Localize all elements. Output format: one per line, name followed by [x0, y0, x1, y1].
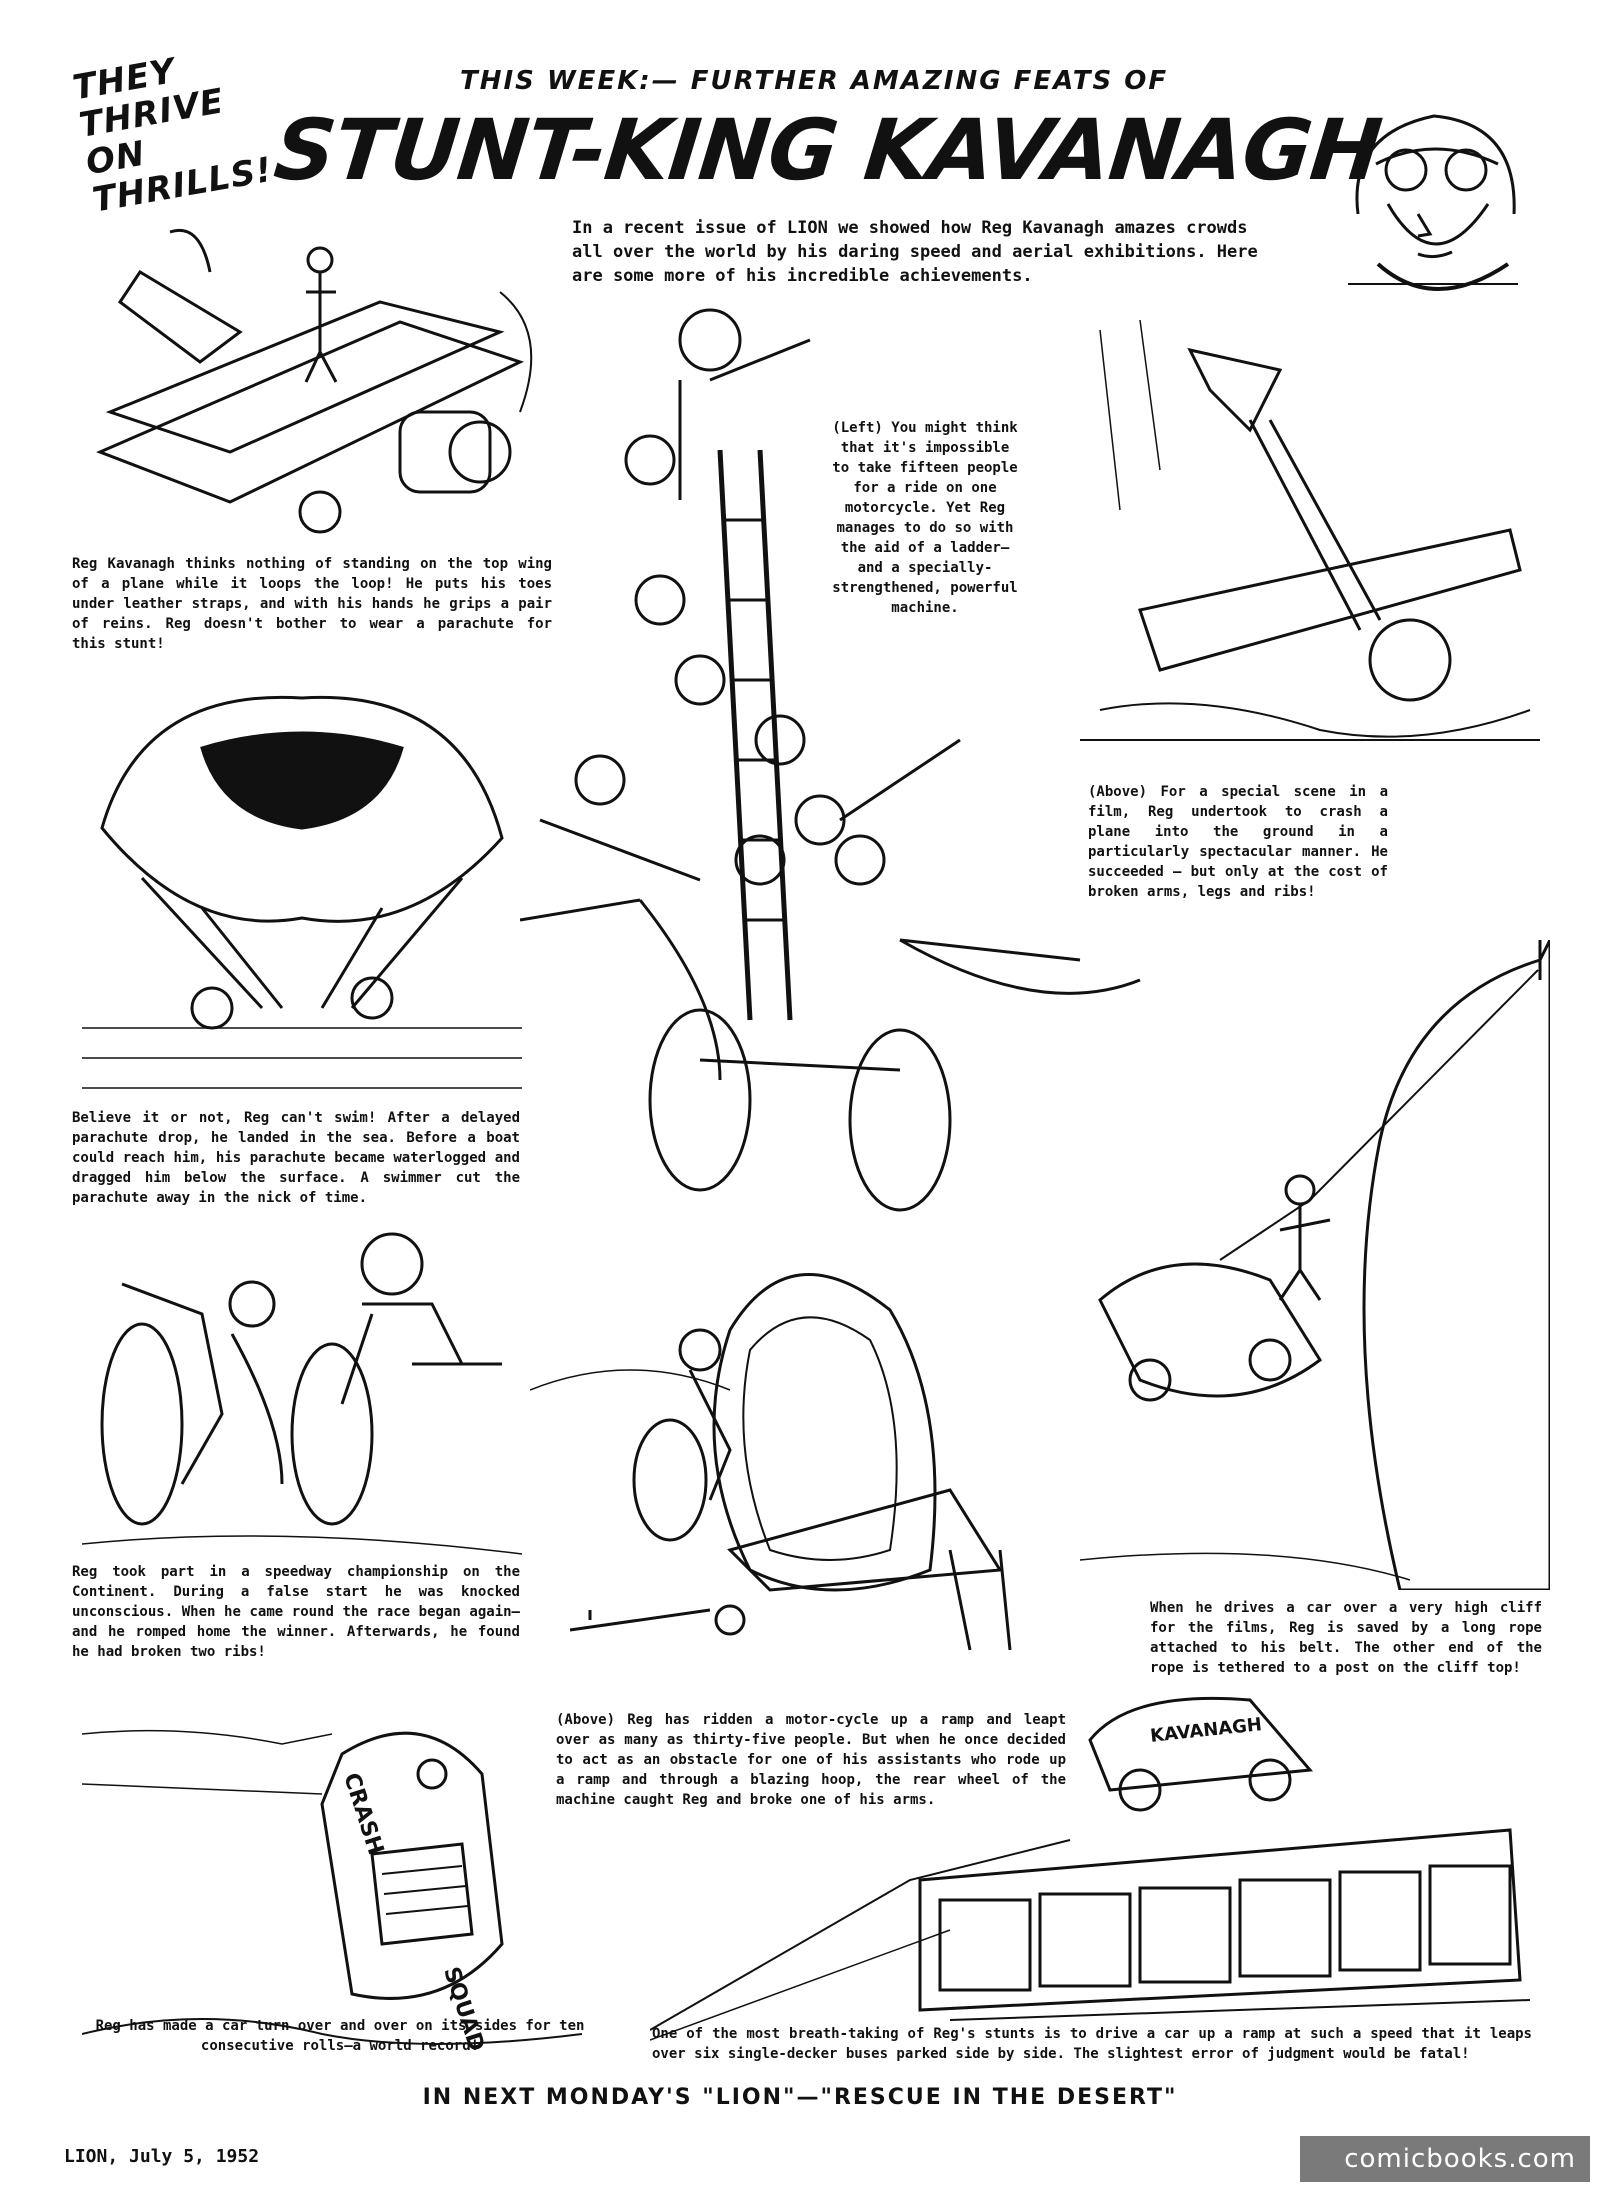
biplane-illustration	[80, 212, 560, 552]
portrait-illustration	[1318, 94, 1550, 304]
caption-cliff-car: When he drives a car over a very high cl…	[1150, 1600, 1542, 1676]
watermark: comicbooks.com	[1300, 2136, 1590, 2182]
intro-paragraph: In a recent issue of LION we showed how …	[572, 218, 1258, 286]
caption-plane-crash: (Above) For a special scene in a film, R…	[1088, 784, 1388, 900]
caption-bus-jump: One of the most breath-taking of Reg's s…	[652, 2026, 1532, 2062]
next-week-teaser: IN NEXT MONDAY'S "LION"—"RESCUE IN THE D…	[422, 2085, 1178, 2110]
caption-motorcycle-pyramid: (Left) You might think that it's impossi…	[832, 420, 1018, 616]
caption-ramp-hoop: (Above) Reg has ridden a motor-cycle up …	[556, 1712, 1066, 1808]
speedway-illustration	[82, 1224, 522, 1564]
bus-jump-illustration: KAVANAGH	[650, 1680, 1530, 2050]
parachute-illustration	[82, 678, 522, 1098]
issue-date: LION, July 5, 1952	[64, 2146, 260, 2167]
page-title: STUNT-KING KAVANAGH	[269, 101, 1386, 199]
ramp-hoop-illustration	[530, 1250, 1070, 1670]
motorcycle-pyramid-illustration	[520, 300, 1160, 1220]
caption-parachute: Believe it or not, Reg can't swim! After…	[72, 1110, 520, 1206]
cliff-car-illustration	[1080, 940, 1550, 1590]
kicker: THIS WEEK:— FURTHER AMAZING FEATS OF	[460, 66, 1169, 96]
caption-wing-walk: Reg Kavanagh thinks nothing of standing …	[72, 556, 552, 652]
car-rolls-illustration: CRASH SQUAD	[82, 1714, 582, 2074]
caption-car-rolls: Reg has made a car turn over and over on…	[95, 2018, 585, 2054]
caption-speedway: Reg took part in a speedway championship…	[72, 1564, 520, 1660]
plane-crash-illustration	[1080, 310, 1540, 760]
